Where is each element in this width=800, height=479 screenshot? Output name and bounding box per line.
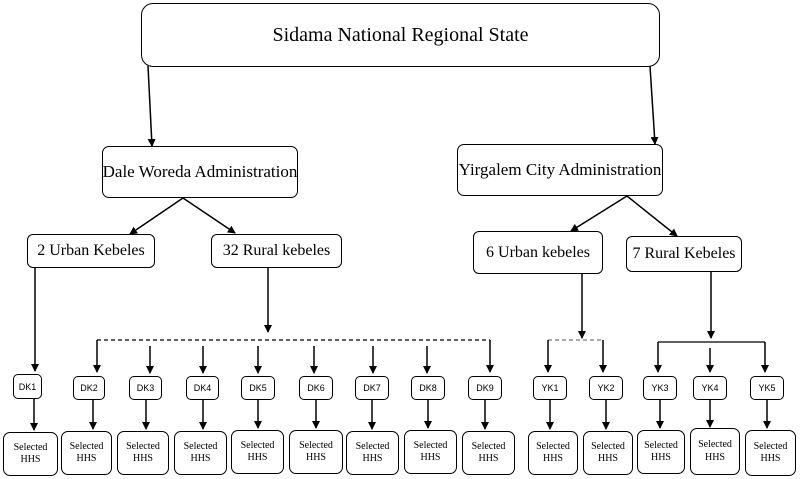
root-node: Sidama National Regional State <box>141 3 660 67</box>
unit-dk6: DK6 <box>299 376 333 400</box>
unit-dk4: DK4 <box>186 376 219 400</box>
unit-dk8: DK8 <box>411 376 445 400</box>
unit-yk3: YK3 <box>643 376 677 400</box>
dale-rural-kebeles-node: 32 Rural kebeles <box>211 234 342 268</box>
unit-dk1: DK1 <box>13 374 42 399</box>
unit-dk5: DK5 <box>241 376 275 400</box>
unit-yk1: YK1 <box>533 376 567 400</box>
yirgalem-rural-kebeles-node: 7 Rural Kebeles <box>626 236 742 272</box>
unit-dk3: DK3 <box>129 376 162 400</box>
unit-yk4: YK4 <box>693 376 727 400</box>
unit-yk2: YK2 <box>589 376 623 400</box>
unit-dk7: DK7 <box>355 376 389 400</box>
unit-dk9: DK9 <box>468 376 502 400</box>
dale-woreda-node: Dale Woreda Administration <box>102 146 298 198</box>
yirgalem-urban-kebeles-node: 6 Urban kebeles <box>473 231 603 274</box>
unit-yk5: YK5 <box>750 376 784 400</box>
dale-urban-kebeles-node: 2 Urban Kebeles <box>27 234 155 268</box>
yirgalem-city-node: Yirgalem City Administration <box>457 144 663 196</box>
unit-dk2: DK2 <box>73 376 105 400</box>
